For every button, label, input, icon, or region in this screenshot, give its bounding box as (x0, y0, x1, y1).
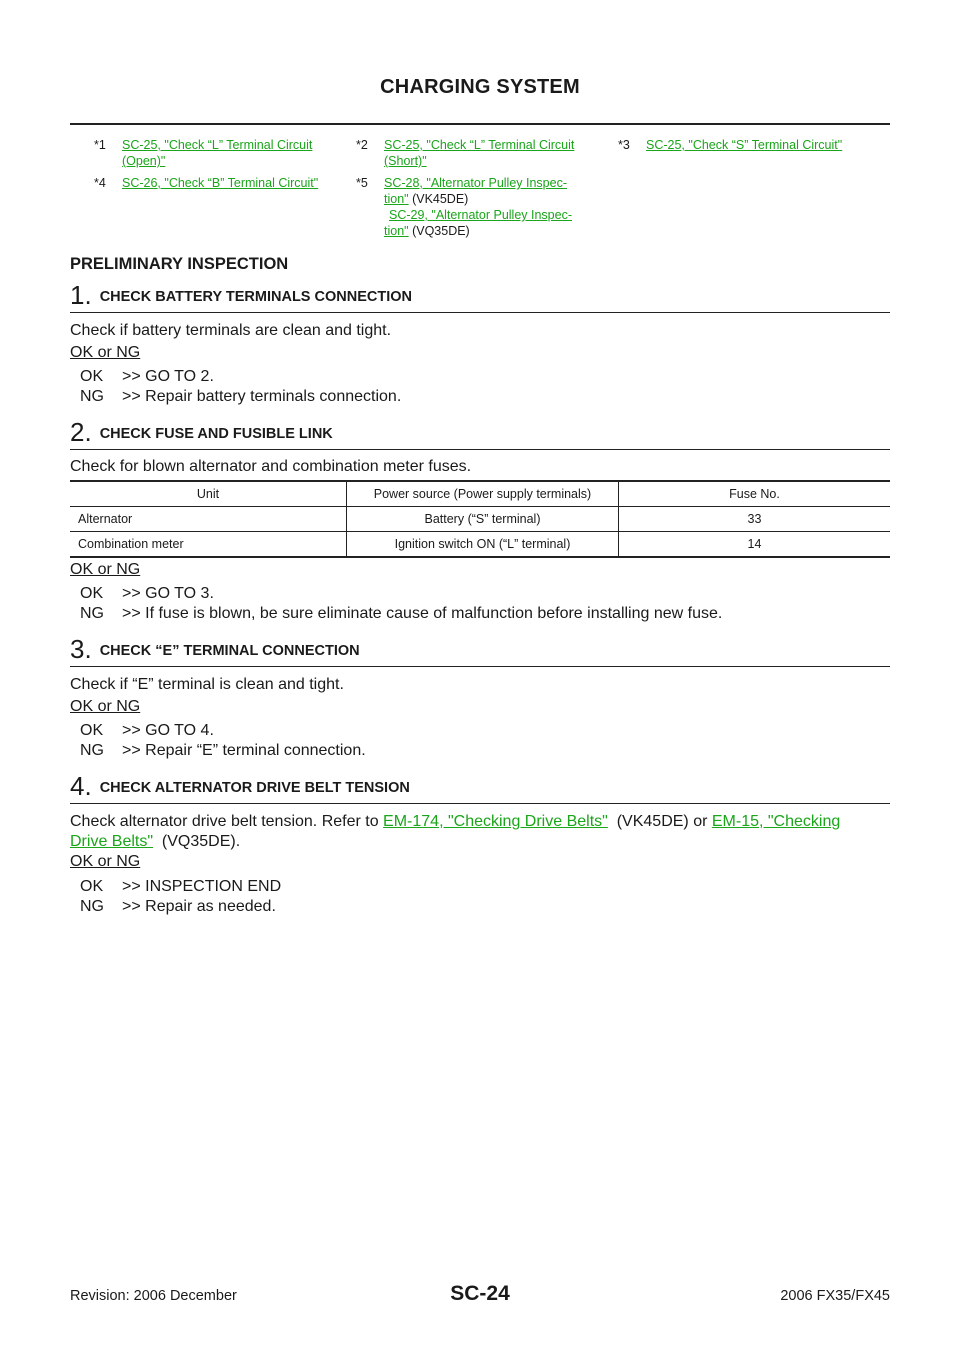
step-1-rule (70, 312, 890, 313)
step-2-title: CHECK FUSE AND FUSIBLE LINK (99, 426, 333, 442)
step-4-results: OK >> INSPECTION END NG >> Repair as neede… (80, 877, 281, 917)
step-4-ok-text: >> INSPECTION END (122, 878, 282, 895)
ref-5-suffix-vq35de: (VQ35DE) (408, 224, 470, 238)
step-1-title: CHECK BATTERY TERMINALS CONNECTION (99, 289, 412, 305)
step-1-ok-text: >> GO TO 2. (122, 368, 214, 385)
fuse-table-cell-unit: Alternator (70, 506, 347, 532)
table-row: Alternator Battery (“S” terminal) 33 (70, 506, 890, 532)
step-1-results: OK >> GO TO 2. NG >> Repair battery termin… (80, 367, 401, 407)
step-1-body: Check if battery terminals are clean and… (70, 322, 392, 339)
fuse-table-header-unit: Unit (70, 480, 347, 507)
step-1-heading: 1. CHECK BATTERY TERMINALS CONNECTION (70, 280, 412, 311)
fuse-table-cell-fuse-no: 14 (618, 531, 890, 558)
step-3-ok-text: >> GO TO 4. (122, 722, 214, 739)
step-3-ng-label: NG (80, 742, 104, 759)
step-1-ng-text: >> Repair battery terminals connection. (122, 388, 402, 405)
em15-checking-drive-belts-link-line2[interactable]: Drive Belts" (70, 833, 154, 850)
step-4-body-prefix: Check alternator drive belt tension. Ref… (70, 813, 384, 830)
step-3-ok-label: OK (80, 722, 104, 739)
step-2-results: OK >> GO TO 3. NG >> If fuse is blown, be … (80, 584, 722, 624)
step-2-ng-text: >> If fuse is blown, be sure eliminate c… (122, 605, 723, 622)
header-rule (70, 123, 890, 125)
ref-5-link-vk45de-line1[interactable]: SC-28, "Alternator Pulley Inspec- (384, 176, 567, 190)
fuse-table-header-row: Unit Power source (Power supply terminal… (70, 480, 890, 507)
step-2-body: Check for blown alternator and combinati… (70, 458, 472, 475)
footer-model: 2006 FX35/FX45 (780, 1288, 890, 1304)
step-2-heading: 2. CHECK FUSE AND FUSIBLE LINK (70, 417, 333, 448)
ref-1-link-line2[interactable]: (Open)" (122, 154, 166, 168)
fuse-table-header-power-source: Power source (Power supply terminals) (346, 480, 619, 507)
step-2-ok-text: >> GO TO 3. (122, 585, 214, 602)
step-3-title: CHECK “E” TERMINAL CONNECTION (99, 643, 360, 659)
ref-1-number: *1 (94, 138, 106, 152)
step-3-number: 3. (70, 634, 92, 664)
page-title: CHARGING SYSTEM (380, 76, 580, 98)
step-4-number: 4. (70, 771, 92, 801)
step-2-ng-label: NG (80, 605, 104, 622)
step-4-body-suffix: (VQ35DE). (153, 833, 241, 850)
ref-5-link-vk45de-line2[interactable]: tion" (384, 192, 409, 206)
fuse-table-header-fuse-no: Fuse No. (618, 480, 890, 507)
ref-5-links: SC-28, "Alternator Pulley Inspec- tion" … (384, 175, 572, 239)
step-3-rule (70, 666, 890, 667)
footer-page-code: SC-24 (450, 1282, 510, 1305)
step-4-rule (70, 803, 890, 804)
ref-5-link-vq35de-line1[interactable]: SC-29, "Alternator Pulley Inspec- (389, 208, 572, 222)
ref-2-link-line2[interactable]: (Short)" (384, 154, 427, 168)
step-2-rule (70, 449, 890, 450)
fuse-table-cell-unit: Combination meter (70, 531, 347, 558)
ref-4-link-text[interactable]: SC-26, "Check “B” Terminal Circuit" (122, 176, 319, 190)
step-2-ok-label: OK (80, 585, 104, 602)
ref-5-number: *5 (356, 176, 368, 190)
step-1-ok-or-ng: OK or NG (70, 344, 141, 361)
step-3-results: OK >> GO TO 4. NG >> Repair “E” terminal c… (80, 721, 366, 761)
footer-revision: Revision: 2006 December (70, 1288, 237, 1304)
ref-4-number: *4 (94, 176, 106, 190)
step-3-heading: 3. CHECK “E” TERMINAL CONNECTION (70, 634, 360, 665)
ref-3-link-text[interactable]: SC-25, "Check “S” Terminal Circuit" (646, 138, 843, 152)
ref-1-link[interactable]: SC-25, "Check “L” Terminal Circuit (Open… (122, 137, 312, 169)
ref-2-number: *2 (356, 138, 368, 152)
step-4-ng-label: NG (80, 898, 104, 915)
step-1-ng-label: NG (80, 388, 104, 405)
section-title: PRELIMINARY INSPECTION (70, 255, 289, 273)
step-1-ok-label: OK (80, 368, 104, 385)
step-4-heading: 4. CHECK ALTERNATOR DRIVE BELT TENSION (70, 771, 410, 802)
fuse-table-cell-power-source: Ignition switch ON (“L” terminal) (346, 531, 619, 558)
table-row: Combination meter Ignition switch ON (“L… (70, 531, 890, 558)
step-4-title: CHECK ALTERNATOR DRIVE BELT TENSION (99, 780, 410, 796)
step-1-number: 1. (70, 280, 92, 310)
em15-checking-drive-belts-link-line1[interactable]: EM-15, "Checking (711, 813, 841, 830)
step-2-ok-or-ng: OK or NG (70, 561, 141, 578)
step-3-ng-text: >> Repair “E” terminal connection. (122, 742, 366, 759)
step-4-body-mid: (VK45DE) or (607, 813, 712, 830)
ref-2-link[interactable]: SC-25, "Check “L” Terminal Circuit (Shor… (384, 137, 574, 169)
fuse-table: Unit Power source (Power supply terminal… (70, 480, 890, 558)
step-4-ng-text: >> Repair as needed. (122, 898, 276, 915)
step-4-body: Check alternator drive belt tension. Ref… (70, 812, 890, 852)
step-3-ok-or-ng: OK or NG (70, 698, 141, 715)
ref-5-suffix-vk45de: (VK45DE) (408, 192, 469, 206)
step-3-body: Check if “E” terminal is clean and tight… (70, 676, 344, 693)
step-4-ok-label: OK (80, 878, 104, 895)
step-2-number: 2. (70, 417, 92, 447)
ref-1-link-line1[interactable]: SC-25, "Check “L” Terminal Circuit (122, 138, 313, 152)
em174-checking-drive-belts-link[interactable]: EM-174, "Checking Drive Belts" (383, 813, 608, 830)
ref-3-number: *3 (618, 138, 630, 152)
ref-5-link-vq35de-line2[interactable]: tion" (384, 224, 409, 238)
fuse-table-cell-power-source: Battery (“S” terminal) (346, 506, 619, 532)
step-4-ok-or-ng: OK or NG (70, 853, 141, 870)
ref-2-link-line1[interactable]: SC-25, "Check “L” Terminal Circuit (384, 138, 575, 152)
ref-3-link[interactable]: SC-25, "Check “S” Terminal Circuit" (646, 137, 842, 153)
ref-4-link[interactable]: SC-26, "Check “B” Terminal Circuit" (122, 175, 318, 191)
fuse-table-cell-fuse-no: 33 (618, 506, 890, 532)
